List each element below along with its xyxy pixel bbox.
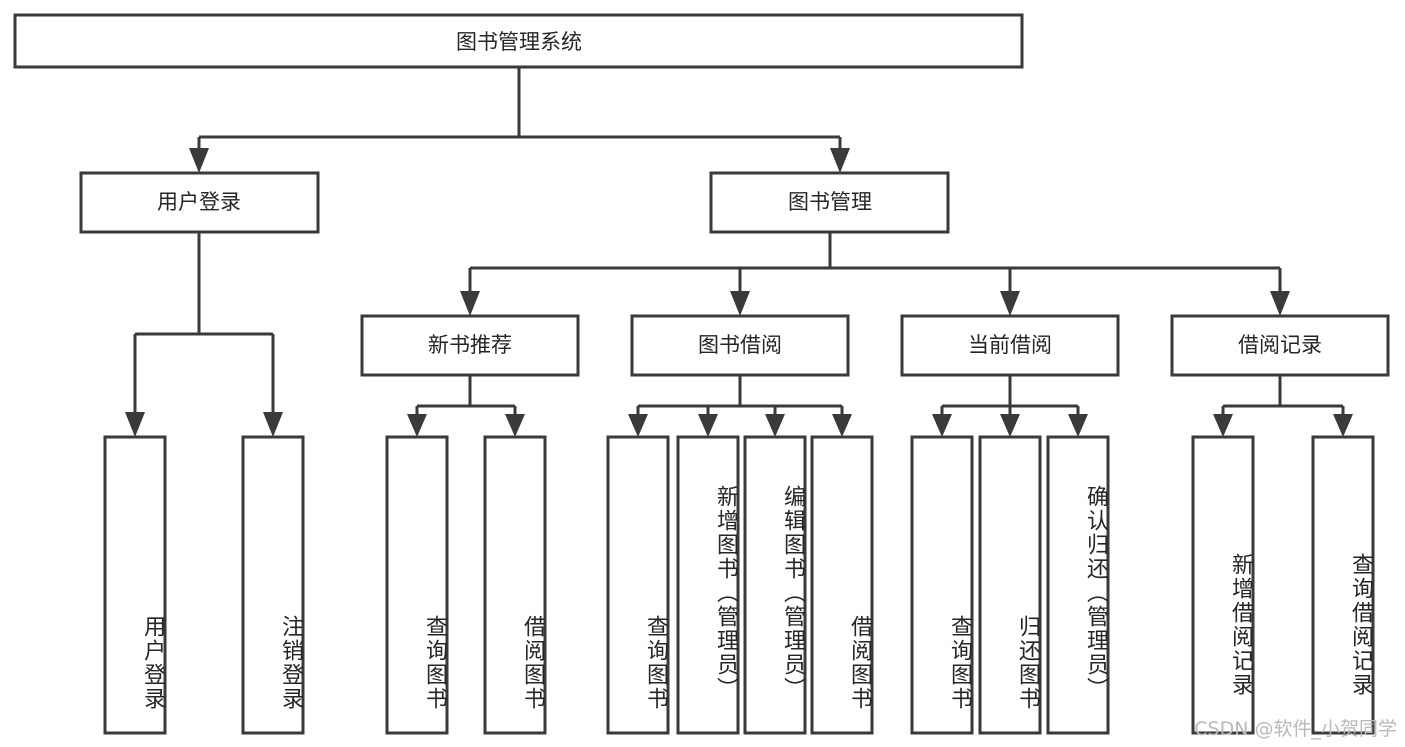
leaf-box-add-book[interactable]: [676, 435, 740, 735]
leaf-box-borrow-book-1[interactable]: [483, 435, 547, 735]
node-book-management-label: 图书管理: [788, 190, 872, 214]
node-new-book-recommend[interactable]: 新书推荐: [360, 314, 580, 377]
node-current-borrow-label: 当前借阅: [968, 333, 1052, 357]
connector-newbook-to-leaves: [407, 375, 525, 437]
leaf-box-query-book-3[interactable]: [910, 435, 974, 735]
node-user-login-label: 用户登录: [157, 190, 241, 214]
connector-bookborrow-to-leaves: [628, 375, 852, 437]
node-current-borrow[interactable]: 当前借阅: [900, 314, 1120, 377]
node-book-management[interactable]: 图书管理: [709, 171, 950, 234]
node-new-book-recommend-label: 新书推荐: [428, 333, 512, 357]
connector-currentborrow-to-leaves: [932, 375, 1088, 437]
watermark-text: CSDN @软件_小贺同学: [1194, 718, 1397, 740]
leaf-boxes: [103, 435, 1375, 735]
leaf-box-query-record[interactable]: [1311, 435, 1375, 735]
leaf-box-query-book-2[interactable]: [606, 435, 670, 735]
connector-bookmgmt-to-level3: [460, 232, 1290, 316]
node-root-label: 图书管理系统: [456, 30, 582, 54]
leaf-box-return-book[interactable]: [978, 435, 1042, 735]
leaf-box-edit-book[interactable]: [743, 435, 807, 735]
connector-userlogin-to-leaves: [125, 232, 283, 437]
node-book-borrow[interactable]: 图书借阅: [630, 314, 850, 377]
connector-root-to-level2: [189, 67, 850, 173]
node-user-login[interactable]: 用户登录: [79, 171, 320, 234]
leaf-box-borrow-book-2[interactable]: [810, 435, 874, 735]
leaf-box-user-login[interactable]: [103, 435, 167, 735]
leaf-box-user-logout[interactable]: [241, 435, 305, 735]
node-borrow-record[interactable]: 借阅记录: [1170, 314, 1390, 377]
leaf-box-add-record[interactable]: [1191, 435, 1255, 735]
leaf-box-query-book-1[interactable]: [385, 435, 449, 735]
node-book-borrow-label: 图书借阅: [698, 333, 782, 357]
node-borrow-record-label: 借阅记录: [1238, 333, 1322, 357]
leaf-box-confirm-return[interactable]: [1046, 435, 1110, 735]
connector-borrowrecord-to-leaves: [1213, 375, 1353, 437]
node-root[interactable]: 图书管理系统: [13, 13, 1024, 69]
